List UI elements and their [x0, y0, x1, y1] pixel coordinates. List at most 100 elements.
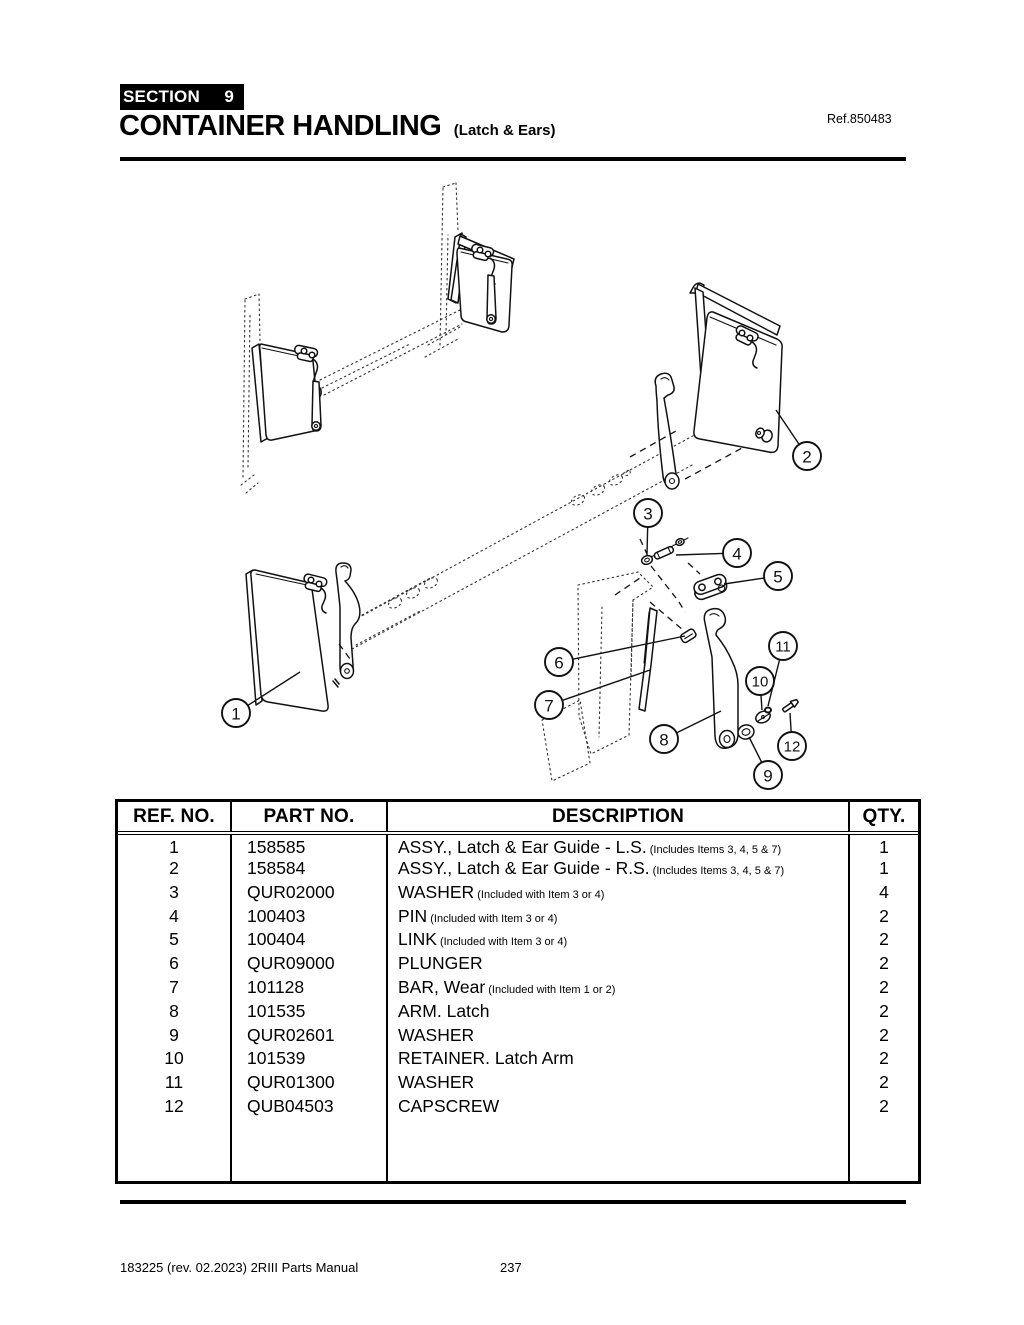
callout-number: 2 [802, 448, 811, 467]
callout-circle [221, 698, 251, 728]
table-header-row: REF. NO. PART NO. DESCRIPTION QTY. [118, 802, 918, 835]
cell-part-no: 158584 [230, 856, 387, 881]
callout-number: 3 [643, 505, 652, 524]
washer-pin-link-group [639, 537, 728, 613]
description-text: LINK [398, 929, 437, 950]
cell-ref-no: 10 [164, 1048, 184, 1069]
title-row: CONTAINER HANDLING (Latch & Ears) [119, 110, 819, 143]
callout-number: 8 [659, 731, 668, 750]
cell-ref-no: 11 [164, 1072, 184, 1093]
guide-plate-top-middle [447, 232, 515, 333]
cell-description: ASSY., Latch & Ear Guide - L.S. (Include… [386, 833, 849, 857]
cell-description: PIN (Included with Item 3 or 4) [386, 904, 849, 929]
callout-number: 4 [732, 545, 741, 564]
cell-part-no: 101539 [230, 1047, 387, 1071]
cell-ref-no: 5 [169, 929, 179, 950]
callout-leader-line [561, 669, 651, 702]
cell-qty: 1 [848, 833, 918, 857]
frame-post-dotted-middle [424, 182, 461, 358]
cell-qty: 2 [848, 999, 918, 1024]
section-number: 9 [224, 87, 234, 106]
frame-rail-dotted-upper [319, 309, 463, 396]
header-qty: QTY. [848, 802, 918, 835]
callout-number: 5 [773, 568, 782, 587]
callout-leader-line [767, 659, 781, 707]
description-note: (Included with Item 3 or 4) [436, 936, 568, 949]
callout-number: 6 [554, 654, 563, 673]
cell-part-no: QUR02601 [230, 1023, 387, 1048]
frame-post-dotted-left [240, 293, 261, 494]
callout-number: 7 [544, 697, 553, 716]
cell-qty: 2 [848, 1094, 918, 1119]
header-part-no: PART NO. [230, 802, 387, 835]
cell-description: PLUNGER [386, 951, 849, 976]
footer-rule [120, 1200, 906, 1204]
cell-description: CAPSCREW [386, 1094, 849, 1119]
filler-cell [118, 1119, 231, 1181]
description-text: WASHER [398, 1024, 475, 1045]
cell-ref-no: 7 [169, 976, 179, 997]
description-text: BAR, Wear [398, 976, 486, 997]
filler-cell [848, 1118, 918, 1181]
callout-circle [534, 690, 564, 720]
cell-part-no: 101535 [230, 999, 387, 1024]
cell-description: WASHER [386, 1023, 849, 1048]
cell-ref-no: 2 [169, 857, 179, 878]
cell-part-no: QUB04503 [230, 1094, 387, 1119]
frame-rail-dotted-lower [351, 431, 701, 650]
cell-description: WASHER [386, 1070, 849, 1095]
plunger [679, 628, 697, 644]
description-text: ASSY., Latch & Ear Guide - R.S. [398, 857, 650, 878]
page-title: CONTAINER HANDLING [119, 110, 442, 142]
description-text: RETAINER. Latch Arm [398, 1048, 574, 1069]
cell-qty: 2 [848, 1023, 918, 1048]
callout-leader-line [789, 712, 792, 733]
callout-number: 1 [231, 705, 240, 724]
latch-arm [703, 607, 739, 749]
callout-leader-line [676, 710, 722, 734]
ghost-bracket-dotted [541, 571, 684, 782]
description-text: PIN [398, 905, 428, 926]
callout-leader-line [572, 635, 686, 660]
footer-document-info: 183225 (rev. 02.2023) 2RIII Parts Manual [120, 1260, 359, 1275]
cell-qty: 2 [848, 951, 918, 976]
cell-part-no: 100403 [230, 904, 387, 929]
cell-part-no: 101128 [230, 975, 387, 1000]
wear-bar [638, 607, 658, 712]
footer-page-number: 237 [500, 1260, 522, 1275]
callout-leader-line [760, 694, 763, 711]
cell-ref-no: 12 [164, 1095, 184, 1116]
callout-leader-line [748, 736, 763, 763]
guide-plate-bottom-left-assembly [245, 562, 361, 712]
callout-circle [777, 731, 807, 761]
cell-qty: 2 [848, 1070, 918, 1095]
filler-cell [230, 1118, 387, 1181]
description-text: ARM. Latch [398, 1000, 490, 1021]
header-ref-no: REF. NO. [118, 802, 231, 835]
callout-circle [544, 647, 574, 677]
callout-circle [649, 724, 679, 754]
description-text: ASSY., Latch & Ear Guide - L.S. [398, 836, 647, 857]
callout-circle [763, 561, 793, 591]
description-text: WASHER [398, 1072, 475, 1093]
cell-part-no: 100404 [230, 928, 387, 952]
description-text: WASHER [398, 881, 475, 902]
guide-plate-right-assembly [629, 282, 783, 490]
cell-ref-no: 3 [169, 881, 179, 902]
cell-ref-no: 6 [169, 953, 179, 974]
cell-part-no: QUR09000 [230, 951, 387, 976]
callout-number: 11 [775, 638, 791, 655]
description-text: CAPSCREW [398, 1095, 500, 1116]
